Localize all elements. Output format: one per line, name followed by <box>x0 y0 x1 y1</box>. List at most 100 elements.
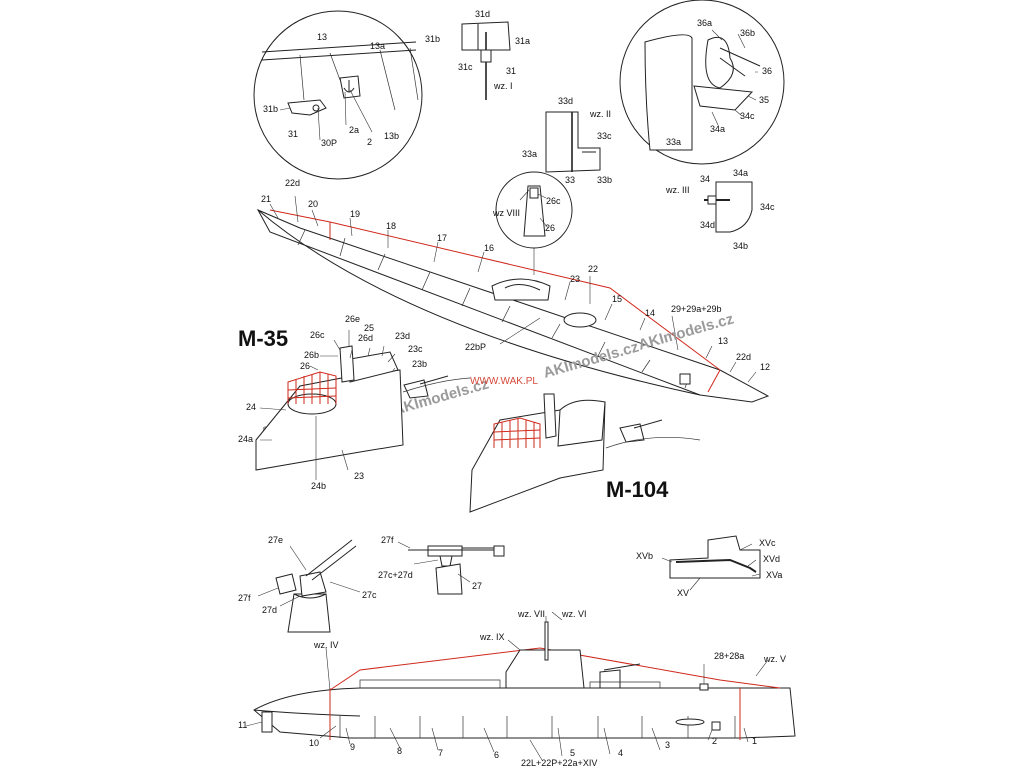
label-4: 4 <box>618 748 623 758</box>
label-wz-vi: wz. VI <box>561 609 587 619</box>
label-34: 34 <box>700 174 710 184</box>
label-31d: 31d <box>475 9 490 19</box>
label-36b: 36b <box>740 28 755 38</box>
label-30p: 30P <box>321 138 337 148</box>
label-wz-v: wz. V <box>763 654 786 664</box>
title-m35: M-35 <box>238 326 288 351</box>
label-26c: 26c <box>310 330 325 340</box>
label-27f-side: 27f <box>381 535 394 545</box>
label-22l-22p-22a-xiv: 22L+22P+22a+XIV <box>521 758 597 768</box>
label-10: 10 <box>309 738 319 748</box>
label-22: 22 <box>588 264 598 274</box>
label-2: 2 <box>712 736 717 746</box>
label-34d: 34d <box>700 220 715 230</box>
label-20: 20 <box>308 199 318 209</box>
label-17: 17 <box>437 233 447 243</box>
label-33c: 33c <box>597 131 612 141</box>
label-xvd: XVd <box>763 554 780 564</box>
label-wz-ix: wz. IX <box>479 632 505 642</box>
detail-circle-bow: 13 13a 31b 31 30P 2a 2 13b <box>253 10 423 180</box>
label-26d: 26d <box>358 333 373 343</box>
label-wz-viii: wz VIII <box>492 208 520 218</box>
label-27c: 27c <box>362 590 377 600</box>
label-13b: 13b <box>384 131 399 141</box>
label-31b: 31b <box>263 104 278 114</box>
label-26b: 26b <box>304 350 319 360</box>
label-wz-iv: wz. IV <box>313 640 339 650</box>
label-34c: 34c <box>740 111 755 121</box>
label-34a: 34a <box>733 168 748 178</box>
detail-part-31: 31d 31b 31a 31c 31 wz. I <box>425 9 530 100</box>
label-27c-27d: 27c+27d <box>378 570 413 580</box>
label-27d: 27d <box>262 605 277 615</box>
watermark-wak: WWW.WAK.PL <box>470 376 538 387</box>
label-23d: 23d <box>395 331 410 341</box>
label-22bp: 22bP <box>465 342 486 352</box>
label-16: 16 <box>484 243 494 253</box>
detail-part-33: 33d wz. II 33c 33a 33 33b <box>522 96 612 185</box>
label-23c: 23c <box>408 344 423 354</box>
label-15: 15 <box>612 294 622 304</box>
detail-circle-stern: 36a 36b 36 35 34c 34a 33a <box>619 0 785 165</box>
label-27f: 27f <box>238 593 251 603</box>
label-27: 27 <box>472 581 482 591</box>
label-24b: 24b <box>311 481 326 491</box>
label-31: 31 <box>288 129 298 139</box>
label-18: 18 <box>386 221 396 231</box>
label-33b: 33b <box>597 175 612 185</box>
gun-27-side-view: 27f 27c+27d 27 <box>378 535 505 595</box>
label-wz-iii: wz. III <box>665 185 690 195</box>
title-m104: M-104 <box>606 477 669 502</box>
label-35: 35 <box>759 95 769 105</box>
label-36a: 36a <box>697 18 712 28</box>
label-6: 6 <box>494 750 499 760</box>
label-22d-bow: 22d <box>736 352 751 362</box>
label-wz-vii: wz. VII <box>517 609 545 619</box>
label-33a: 33a <box>666 137 681 147</box>
label-25: 25 <box>364 323 374 333</box>
label-26: 26 <box>545 223 555 233</box>
label-xva: XVa <box>766 570 782 580</box>
label-3: 3 <box>665 740 670 750</box>
gun-27-assembly: 27e 27f 27d 27c <box>238 535 377 633</box>
label-22d: 22d <box>285 178 300 188</box>
label-31b: 31b <box>425 34 440 44</box>
label-34c: 34c <box>760 202 775 212</box>
label-34a: 34a <box>710 124 725 134</box>
detail-part-xv: XVb XVc XVd XVa XV <box>636 535 782 598</box>
label-wz-i: wz. I <box>493 81 513 91</box>
label-21: 21 <box>261 194 271 204</box>
label-26e: 26e <box>345 314 360 324</box>
label-19: 19 <box>350 209 360 219</box>
label-11: 11 <box>238 720 247 730</box>
label-26: 26 <box>300 361 310 371</box>
label-31a: 31a <box>515 36 530 46</box>
label-24a: 24a <box>238 434 253 444</box>
label-1: 1 <box>752 736 757 746</box>
label-2: 2 <box>367 137 372 147</box>
label-31c: 31c <box>458 62 473 72</box>
label-23: 23 <box>570 274 580 284</box>
label-24: 24 <box>246 402 256 412</box>
label-14: 14 <box>645 308 655 318</box>
label-28-28a: 28+28a <box>714 651 744 661</box>
detail-part-34: 34 34a wz. III 34c 34d 34b <box>665 168 775 251</box>
label-29-29a-29b: 29+29a+29b <box>671 304 722 314</box>
label-36: 36 <box>762 66 772 76</box>
label-xv: XV <box>677 588 689 598</box>
label-27e: 27e <box>268 535 283 545</box>
hull-side-view: wz. VII wz. VI wz. IX wz. IV 28+28a wz. … <box>238 609 796 768</box>
label-7: 7 <box>438 748 443 758</box>
label-wz-ii: wz. II <box>589 109 611 119</box>
detail-circle-26: wz VIII 26c 26 <box>492 171 573 275</box>
label-9: 9 <box>350 742 355 752</box>
label-23: 23 <box>354 471 364 481</box>
label-33a: 33a <box>522 149 537 159</box>
label-33: 33 <box>565 175 575 185</box>
tower-m104 <box>469 393 701 513</box>
label-23b: 23b <box>412 359 427 369</box>
label-12: 12 <box>760 362 770 372</box>
label-13: 13 <box>718 336 728 346</box>
label-2a: 2a <box>349 125 359 135</box>
